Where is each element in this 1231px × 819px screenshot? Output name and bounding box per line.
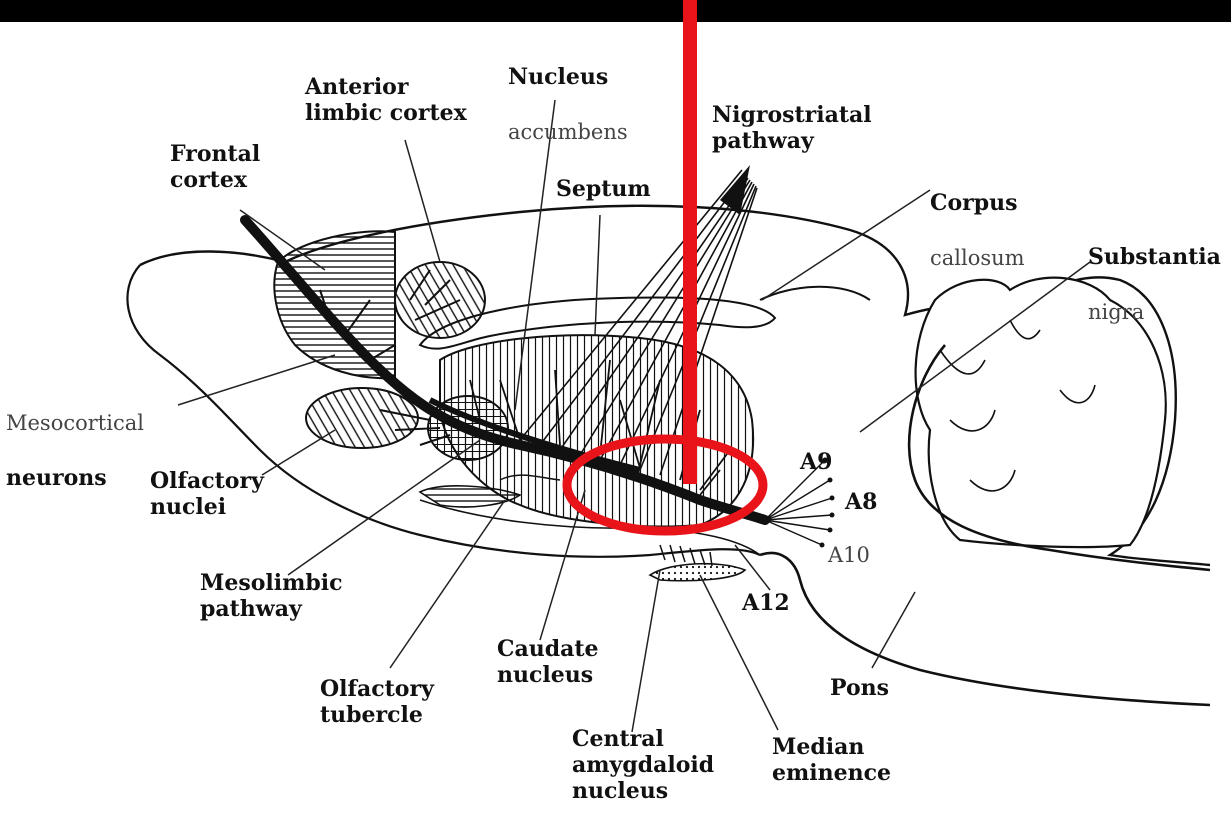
olfactory-nuclei-region [306, 388, 418, 448]
label-substantia-nigra-bold: Substantia [1088, 244, 1221, 270]
label-substantia-nigra: Substantia nigra [1088, 218, 1221, 328]
label-nucleus-accumbens-light: accumbens [508, 120, 628, 144]
label-corpus-callosum-light: callosum [930, 246, 1025, 270]
label-nucleus-accumbens: Nucleus accumbens [508, 38, 628, 148]
anterior-limbic-region [395, 262, 485, 338]
label-a10: A10 [828, 542, 870, 568]
label-a9: A9 [800, 449, 832, 475]
median-eminence-region [650, 564, 745, 581]
label-a12: A12 [742, 590, 790, 616]
label-a8: A8 [845, 489, 877, 515]
label-substantia-nigra-light: nigra [1088, 300, 1144, 324]
brainstem-outline [760, 553, 1210, 705]
label-corpus-callosum: Corpus callosum [930, 164, 1025, 274]
label-caudate-nucleus: Caudate nucleus [497, 636, 599, 688]
label-mesocortical-neurons: Mesocortical neurons [6, 384, 144, 494]
label-mesocortical-bold: neurons [6, 465, 107, 491]
label-anterior-limbic-cortex: Anterior limbic cortex [305, 74, 467, 126]
label-median-eminence: Median eminence [772, 734, 891, 786]
label-nucleus-accumbens-bold: Nucleus [508, 64, 608, 90]
label-central-amygdaloid-nucleus: Central amygdaloid nucleus [572, 726, 714, 804]
label-frontal-cortex: Frontal cortex [170, 141, 260, 193]
label-septum: Septum [556, 176, 651, 202]
label-corpus-callosum-bold: Corpus [930, 190, 1018, 216]
label-pons: Pons [830, 675, 889, 701]
label-olfactory-nuclei: Olfactory nuclei [150, 468, 264, 520]
label-mesolimbic-pathway: Mesolimbic pathway [200, 570, 343, 622]
label-mesocortical-light: Mesocortical [6, 411, 144, 435]
label-nigrostriatal-pathway: Nigrostriatal pathway [712, 102, 872, 154]
label-olfactory-tubercle: Olfactory tubercle [320, 676, 434, 728]
highlight-vertical-bar [683, 0, 697, 484]
